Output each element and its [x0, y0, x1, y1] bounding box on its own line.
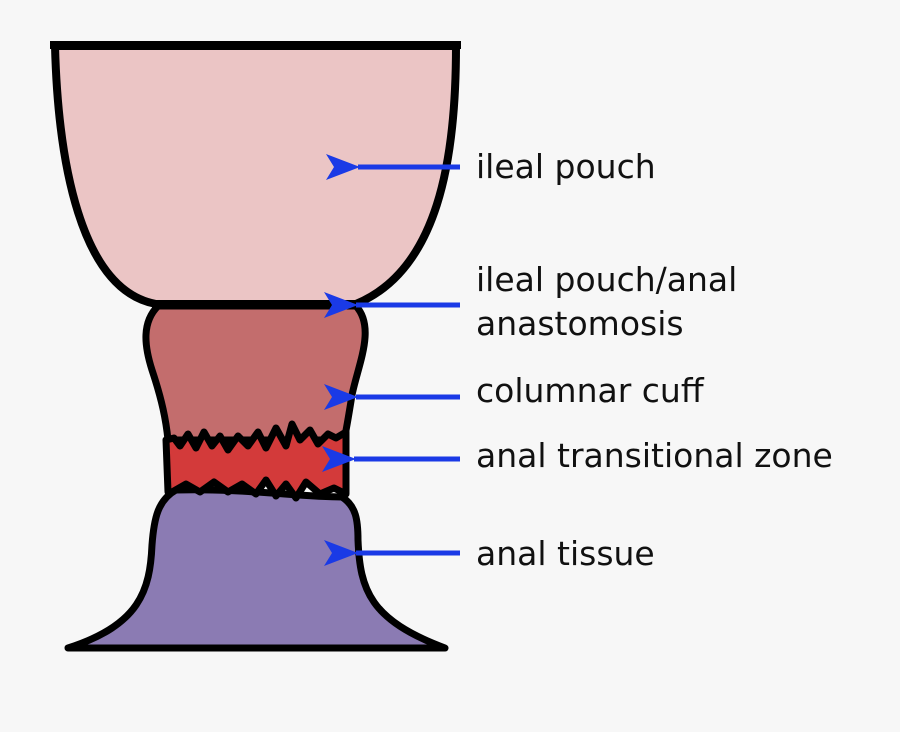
label-columnar-cuff: columnar cuff	[476, 371, 704, 410]
label-anastomosis-line-2: anastomosis	[476, 304, 684, 343]
ileal-pouch-region	[51, 42, 460, 308]
label-anal-tissue: anal tissue	[476, 534, 655, 573]
label-anal-transitional-zone: anal transitional zone	[476, 436, 833, 475]
anal-transitional-zone-region	[162, 420, 350, 502]
columnar-cuff-region	[142, 302, 369, 444]
label-anastomosis-line-1: ileal pouch/anal	[476, 260, 738, 299]
anal-tissue-region	[64, 486, 449, 652]
label-ileal-pouch-anal-anastomosis: ileal pouch/anal anastomosis	[476, 258, 737, 346]
label-ileal-pouch: ileal pouch	[476, 147, 656, 186]
